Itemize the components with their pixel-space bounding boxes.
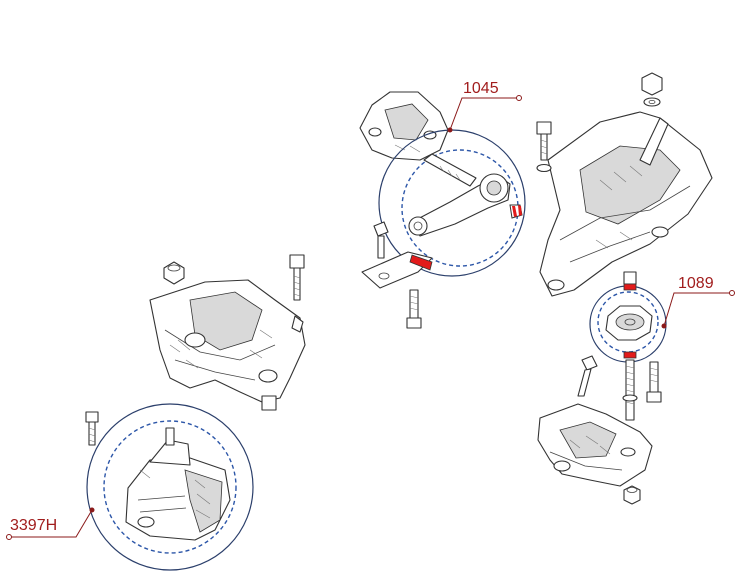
- mount-3397h: [125, 427, 231, 541]
- callout-label-1045: 1045: [463, 80, 499, 97]
- leader-dot-1089: [661, 323, 667, 329]
- lower-bolt-1045: [406, 289, 422, 329]
- bolt-cradle: [536, 121, 552, 173]
- callout-label-1089: 1089: [678, 275, 714, 292]
- mount-1089: [605, 271, 653, 359]
- leader-1089: [663, 292, 731, 327]
- bolt-1045: [373, 221, 389, 259]
- callout-group-1089: 1089: [589, 271, 735, 363]
- callout-label-3397h: 3397H: [10, 517, 57, 534]
- leader-dot-3397h: [89, 507, 95, 513]
- bolt-far-right: [646, 361, 662, 403]
- leader-end-1045: [516, 95, 522, 101]
- long-stud: [622, 359, 638, 421]
- leader-3397h: [10, 509, 93, 538]
- bolt-3397h: [85, 411, 99, 446]
- bolt-angled-right: [577, 355, 598, 397]
- torque-rod-1045: [408, 153, 523, 237]
- circle-3397h-outer: [86, 403, 254, 571]
- bolt-left: [289, 254, 305, 301]
- subframe-cradle: [539, 111, 713, 297]
- nut-lower-right: [623, 485, 641, 505]
- leader-end-3397h: [6, 534, 12, 540]
- circle-1089-dashed: [597, 291, 659, 353]
- upper-bracket: [359, 91, 449, 161]
- left-mount-bracket: [149, 279, 306, 411]
- callout-group-1045: 1045: [361, 80, 526, 329]
- callout-group-3397h: 3397H: [6, 403, 254, 571]
- leader-1045: [449, 97, 518, 131]
- circle-3397h-dashed: [103, 420, 237, 554]
- leader-dot-1045: [447, 127, 453, 133]
- lower-right-bracket: [537, 403, 653, 487]
- nut-left: [163, 261, 185, 285]
- nut-stack-top-right: [641, 72, 663, 107]
- leader-end-1089: [729, 290, 735, 296]
- plate-1045: [361, 251, 433, 289]
